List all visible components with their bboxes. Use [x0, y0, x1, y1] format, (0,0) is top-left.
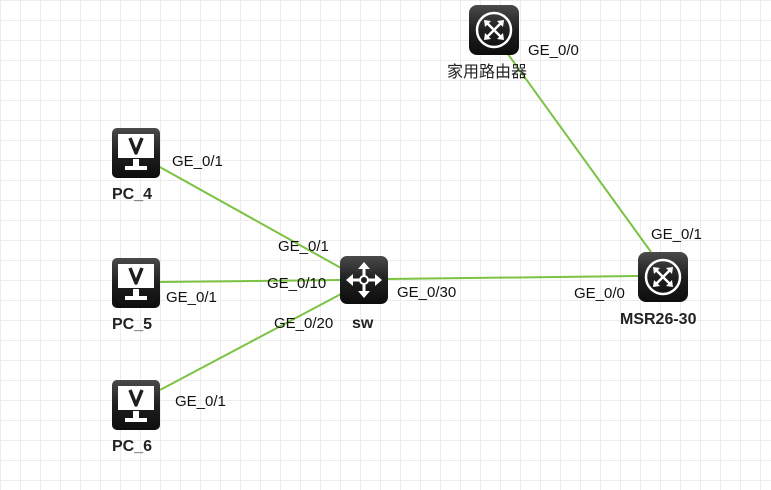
router-icon [469, 5, 519, 55]
device-label-sw: sw [352, 315, 374, 332]
link-pc6-sw[interactable] [159, 293, 342, 391]
device-label-pc6: PC_6 [112, 438, 152, 455]
port-label-sw-msr: GE_0/30 [397, 284, 456, 301]
device-label-pc4: PC_4 [112, 186, 152, 203]
port-label-sw-pc5: GE_0/10 [267, 275, 326, 292]
device-pc5[interactable]: PC_5 [112, 258, 160, 333]
link-pc4-sw[interactable] [157, 165, 342, 269]
port-label-home: GE_0/0 [528, 42, 579, 59]
link-pc5-sw[interactable] [159, 279, 342, 283]
device-label-home-router: 家用路由器 [447, 62, 527, 81]
device-pc6[interactable]: PC_6 [112, 380, 160, 455]
link-home-msr[interactable] [504, 49, 652, 253]
port-label-sw-pc6: GE_0/20 [274, 315, 333, 332]
pc-monitor-icon [112, 380, 160, 430]
link-sw-msr[interactable] [387, 275, 641, 280]
device-msr[interactable]: MSR26-30 [620, 252, 697, 328]
port-label-msr-home: GE_0/1 [651, 226, 702, 243]
device-sw[interactable]: sw [340, 256, 388, 332]
device-label-pc5: PC_5 [112, 316, 152, 333]
port-labels: GE_0/1 GE_0/1 GE_0/1 GE_0/10 GE_0/1 GE_0… [166, 42, 702, 410]
pc-monitor-icon [112, 258, 160, 308]
port-label-pc6: GE_0/1 [175, 393, 226, 410]
pc-monitor-icon [112, 128, 160, 178]
device-label-msr: MSR26-30 [620, 311, 697, 328]
router-icon [638, 252, 688, 302]
device-pc4[interactable]: PC_4 [112, 128, 160, 203]
port-label-pc4: GE_0/1 [172, 153, 223, 170]
links-layer [157, 49, 652, 391]
port-label-msr-sw: GE_0/0 [574, 285, 625, 302]
device-home-router[interactable]: 家用路由器 [447, 5, 527, 81]
switch-icon [340, 256, 388, 304]
port-label-pc5: GE_0/1 [166, 289, 217, 306]
port-label-sw-pc4: GE_0/1 [278, 238, 329, 255]
